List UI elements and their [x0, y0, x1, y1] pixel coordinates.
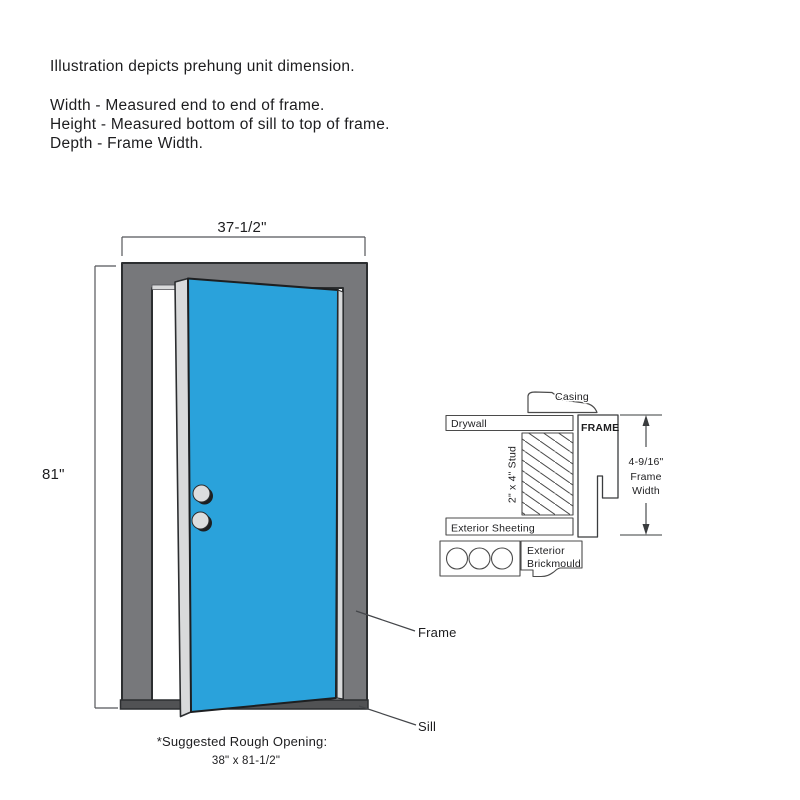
rough-opening-title: *Suggested Rough Opening:: [157, 734, 328, 749]
arrowhead-down-icon: [642, 524, 650, 535]
rough-opening-size: 38" x 81-1/2": [212, 755, 280, 767]
casing-profile-shape: [527, 391, 598, 414]
door-elevation-drawing: 37-1/2" 81": [42, 219, 457, 767]
frame-profile-shape: [577, 414, 619, 538]
door-knob-icon: [191, 511, 212, 532]
height-definition: Height - Measured bottom of sill to top …: [50, 116, 390, 133]
casing-label: Casing: [555, 391, 589, 403]
frame-width-caption-line2: Width: [632, 485, 660, 497]
width-definition: Width - Measured end to end of frame.: [50, 97, 325, 114]
frame-width-caption-line1: Frame: [630, 471, 661, 483]
height-dimension-value: 81": [42, 466, 65, 483]
height-dimension-line: [94, 265, 118, 709]
exterior-sheeting-box: [445, 517, 574, 536]
head-jamb-reveal: [151, 284, 176, 290]
depth-definition: Depth - Frame Width.: [50, 135, 204, 152]
stud-hatched-box: [521, 432, 574, 516]
frame-cross-section-diagram: Casing Drywall 2" x 4" Stud FRAME Exteri…: [439, 390, 664, 578]
brickmould-label-line1: Exterior: [527, 545, 565, 557]
drywall-label: Drywall: [451, 418, 487, 430]
frame-section-label: FRAME: [581, 422, 619, 434]
drywall-box: [445, 414, 574, 432]
sill-leader-line: [358, 705, 417, 726]
door-latch-edge: [336, 289, 344, 700]
brickmould-label-line2: Brickmould: [527, 558, 581, 570]
deadbolt-icon: [192, 484, 213, 505]
exterior-sheeting-label: Exterior Sheeting: [451, 523, 535, 535]
frame-leader-line: [355, 610, 416, 632]
sill-callout-label: Sill: [418, 719, 436, 734]
illustration-title: Illustration depicts prehung unit dimens…: [50, 58, 355, 75]
width-dimension-value: 37-1/2": [217, 219, 266, 236]
brick-section-shape: [439, 540, 521, 577]
width-dimension-line: [121, 236, 366, 256]
frame-callout-label: Frame: [418, 625, 457, 640]
dimension-definitions: Width - Measured end to end of frame. He…: [50, 96, 390, 153]
brickmould-profile-shape: [520, 540, 583, 578]
arrowhead-up-icon: [642, 415, 650, 426]
frame-width-value: 4-9/16": [629, 456, 664, 468]
door-slab: [187, 277, 339, 713]
stud-label: 2" x 4" Stud: [507, 446, 519, 503]
